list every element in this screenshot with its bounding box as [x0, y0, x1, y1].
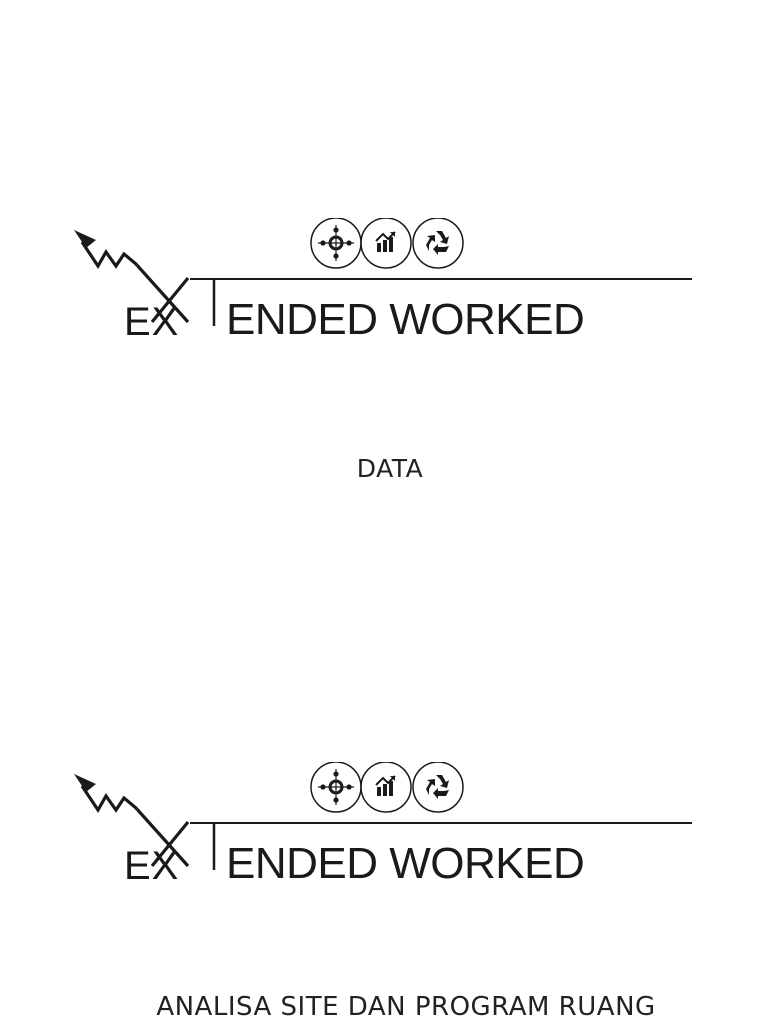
logo-graphic [74, 218, 692, 326]
growth-chart-icon [360, 218, 412, 269]
logo-extended-worked: EX ENDED WORKED [0, 762, 768, 892]
people-network-icon [310, 218, 362, 269]
recycle-icon [412, 762, 464, 813]
logo-graphic [74, 762, 692, 870]
people-network-icon [310, 762, 362, 813]
logo-extended-worked: EX ENDED WORKED [0, 218, 768, 348]
zigzag-arrow-icon [74, 774, 190, 868]
section-label: ANALISA SITE DAN PROGRAM RUANG [156, 992, 656, 1022]
logo-prefix: EX [124, 300, 180, 344]
logo-prefix: EX [124, 844, 180, 888]
logo-wordmark: ENDED WORKED [226, 295, 585, 344]
logo-wordmark: ENDED WORKED [226, 839, 585, 888]
recycle-icon [412, 218, 464, 269]
section-label: DATA [356, 454, 424, 483]
zigzag-arrow-icon [74, 230, 190, 324]
growth-chart-icon [360, 762, 412, 813]
